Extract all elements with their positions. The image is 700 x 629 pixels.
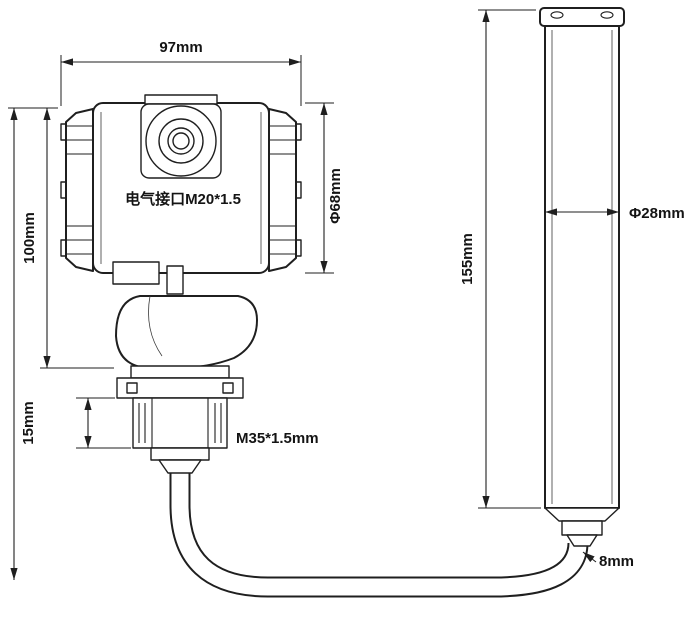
connection-cable — [169, 471, 589, 598]
cap-hole-left — [550, 11, 564, 19]
dim-label-probe-length: 155mm — [459, 233, 476, 285]
cable-gland-taper — [158, 459, 202, 474]
probe-body — [544, 25, 620, 509]
flange-bolt-left — [126, 382, 138, 394]
probe-bottom-taper — [544, 507, 620, 522]
dimensions: 97mm 100mm 15mm Φ68mm 155mm Φ28mm 8mm 电气… — [8, 9, 685, 580]
hex-nut — [132, 397, 228, 449]
probe-nozzle — [566, 534, 598, 547]
left-side-cap — [65, 108, 94, 272]
port-lip — [144, 94, 218, 105]
leader-cable-diameter — [582, 551, 597, 563]
dim-label-overall-width: 97mm — [159, 39, 202, 56]
label-thread-spec: M35*1.5mm — [236, 430, 319, 447]
transmitter-assembly — [60, 94, 302, 474]
dim-label-body-diameter: Φ68mm — [327, 168, 344, 224]
dim-label-probe-diameter: Φ28mm — [629, 205, 685, 222]
dim-label-body-height: 100mm — [21, 212, 38, 264]
bottom-bracket — [112, 261, 160, 285]
hex-nut-flats — [138, 398, 222, 448]
flange-plate-upper — [130, 365, 230, 379]
cap-hole-right — [600, 11, 614, 19]
bottom-stub — [166, 265, 184, 295]
dim-label-cable-diameter: 8mm — [599, 553, 634, 570]
right-side-cap — [268, 108, 297, 272]
left-cap-grooves — [66, 125, 93, 255]
flange-bolt-right — [222, 382, 234, 394]
probe-assembly — [539, 7, 625, 547]
elbow-contour — [148, 295, 163, 357]
elbow-fitting — [115, 295, 258, 369]
probe-gland — [561, 520, 603, 536]
thread-step — [150, 447, 210, 461]
port-hole — [172, 132, 190, 150]
cable-hollow — [171, 471, 587, 596]
right-cap-grooves — [269, 125, 296, 255]
label-electrical-port: 电气接口M20*1.5 — [125, 190, 241, 208]
cable-outline — [169, 471, 589, 598]
dim-label-thread-height: 15mm — [20, 401, 37, 444]
